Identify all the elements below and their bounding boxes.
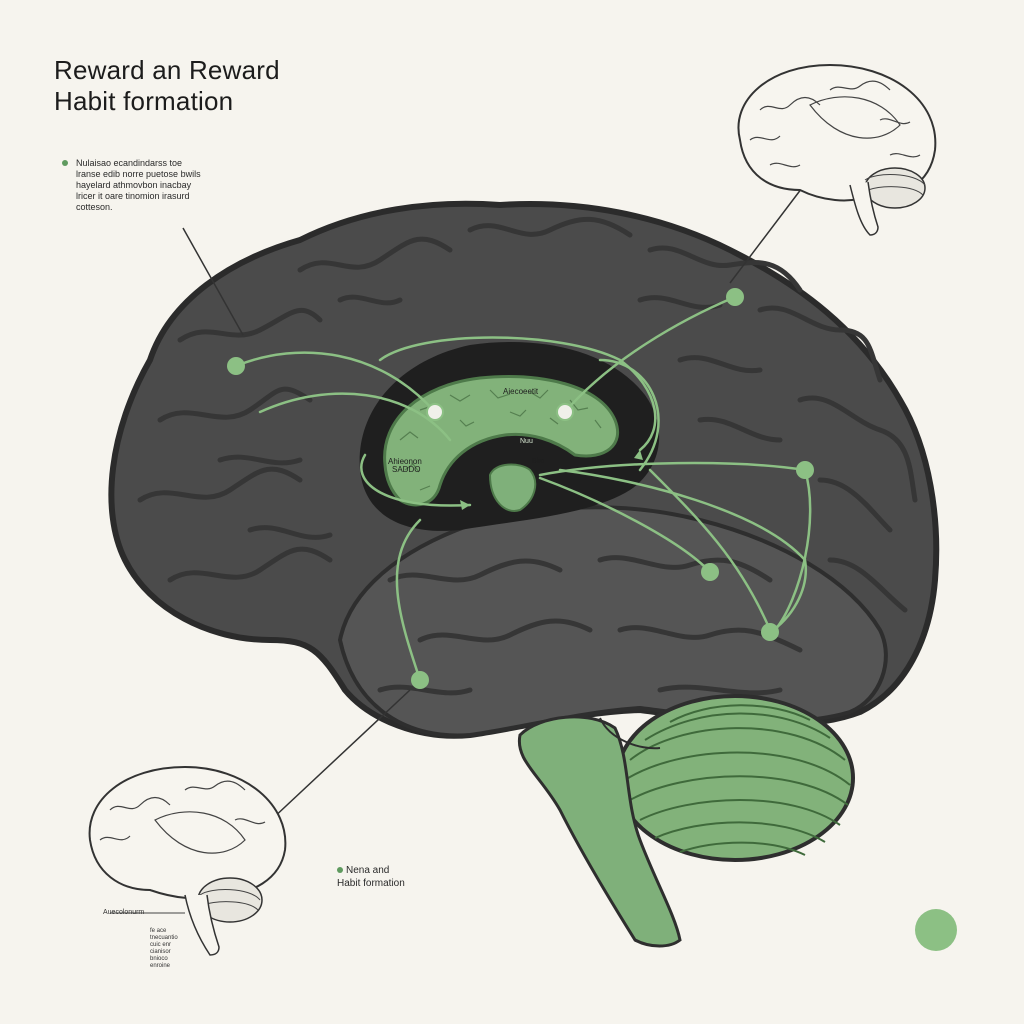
note-line: Nulaisao ecandindarss toe bbox=[76, 158, 183, 168]
node-frontal bbox=[227, 357, 245, 375]
small-brain-subline: tnecuantio bbox=[150, 935, 178, 941]
node-parietal bbox=[726, 288, 744, 306]
note-line: lricer it oare tinomion irasurd bbox=[76, 191, 190, 201]
small-brain-bottom-left bbox=[88, 765, 287, 956]
small-brain-subline: cianisor bbox=[150, 949, 171, 955]
title-line-2: Habit formation bbox=[54, 86, 234, 116]
title-line-1: Reward an Reward bbox=[54, 55, 280, 85]
annotation-note: Nulaisao ecandindarss toe lranse edib no… bbox=[62, 158, 252, 213]
midbrain bbox=[488, 463, 537, 512]
node-occipital bbox=[796, 461, 814, 479]
small-brain-subline: enroine bbox=[150, 963, 171, 969]
note-bullet-icon bbox=[62, 160, 68, 166]
diagram-title: Reward an Reward Habit formation bbox=[54, 55, 280, 117]
neural-pathways bbox=[234, 295, 812, 682]
small-brain-top-right bbox=[737, 63, 937, 236]
small-brain-sublabels: fe ace tnecuantio cuic enr cianisor bnio… bbox=[150, 928, 178, 970]
node-temporal-front bbox=[411, 671, 429, 689]
label-center-right-1: Nuu bbox=[520, 438, 533, 445]
note-line: cotteson. bbox=[76, 202, 113, 212]
caption-bullet-icon bbox=[337, 867, 343, 874]
note-line: lranse edib norre puetose bwils bbox=[76, 169, 201, 179]
node-striatum-left bbox=[426, 403, 444, 421]
leader-lines bbox=[182, 179, 809, 836]
node-striatum-right bbox=[556, 403, 574, 421]
pathway-nodes bbox=[227, 288, 957, 951]
small-brain-subline: cuic enr bbox=[150, 942, 172, 948]
caption-line-2: Habit formation bbox=[337, 878, 405, 889]
small-brain-subline: bnioco bbox=[150, 956, 168, 962]
cerebellum bbox=[615, 694, 855, 862]
pathway-arrows bbox=[460, 450, 643, 510]
small-brain-subline: fe ace bbox=[150, 928, 167, 934]
note-line: hayelard athmovbon inacbay bbox=[76, 180, 192, 190]
node-temporal-low bbox=[761, 623, 779, 641]
label-center-left-2: SADDO bbox=[392, 465, 420, 474]
caption-line-1: Nena and bbox=[346, 865, 390, 876]
small-brain-label: Auecolonurm bbox=[103, 909, 145, 916]
legend-dot bbox=[915, 909, 957, 951]
label-center-left-1: Ahieonon bbox=[388, 457, 422, 466]
brain-stem bbox=[517, 715, 682, 948]
label-center-top: Aiecoeetit bbox=[503, 387, 539, 396]
node-temporal-mid bbox=[701, 563, 719, 581]
label-center-right-2: Birc bbox=[532, 458, 545, 465]
bottom-caption: Nena and Habit formation bbox=[337, 864, 405, 890]
